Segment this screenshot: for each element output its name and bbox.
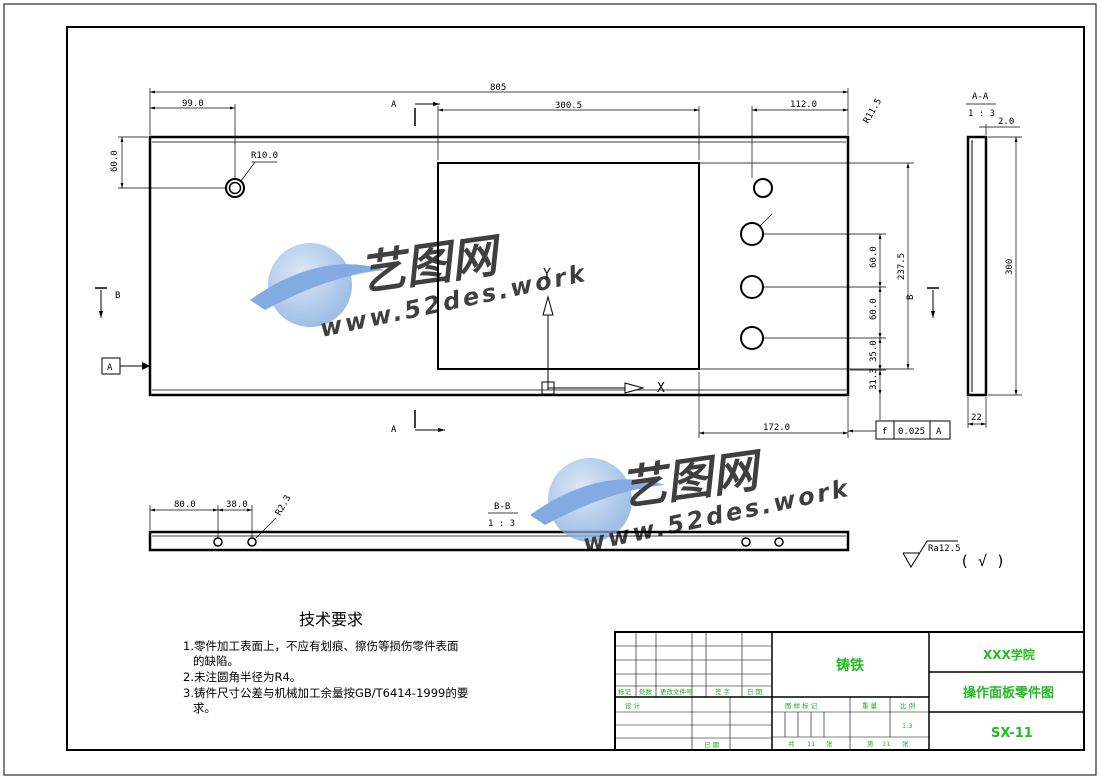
dim-window-height: 237.5	[897, 253, 907, 280]
tb-total-count: 11	[807, 740, 815, 748]
roughness-symbol: Ra12.5 ( √ )	[902, 540, 1005, 570]
tb-header-4: 日 期	[747, 688, 763, 696]
section-bb-title: B-B	[494, 502, 510, 512]
tech-title: 技术要求	[299, 610, 363, 629]
dim-bottom-margin: 31.3	[869, 368, 879, 390]
tb-stage-label: 图 样 标 记	[785, 701, 818, 710]
dim-thickness-bottom: 22	[971, 413, 982, 423]
dim-window-width: 300.5	[555, 101, 582, 111]
dim-bottom-hole-offset: 35.0	[869, 340, 879, 362]
left-hole	[225, 178, 245, 198]
section-a-top: A	[391, 100, 397, 110]
tb-header-1: 处数	[639, 687, 653, 696]
section-bb-scale: 1 : 3	[488, 519, 515, 529]
tolerance-datum: A	[936, 427, 942, 437]
tb-total-label: 共	[788, 739, 795, 748]
axis-y-label: Y	[543, 267, 551, 282]
tb-designer-label: 设 计	[625, 701, 641, 710]
window-cutout	[437, 162, 700, 370]
tech-item-2: 的缺陷。	[193, 654, 239, 668]
outer-border	[3, 3, 1097, 776]
tb-header-2: 更改文件号	[660, 687, 693, 696]
section-a-bottom: A	[391, 425, 397, 435]
dim-left-hole-radius: R10.0	[251, 151, 278, 161]
tolerance-value: 0.025	[898, 427, 925, 437]
datum-a-label: A	[107, 363, 113, 373]
tb-header-3: 签 字	[715, 687, 731, 696]
dim-bb-3: R2.3	[274, 494, 294, 518]
section-aa-scale: 1 : 3	[968, 109, 995, 119]
dim-corner-radius: R11.5	[862, 97, 884, 125]
right-hole-1	[753, 178, 773, 198]
tech-item-5: 求。	[193, 701, 216, 715]
right-hole-3	[740, 275, 764, 299]
dim-thickness-top: 2.0	[998, 117, 1014, 127]
dim-right-holes-x: 112.0	[790, 100, 817, 110]
tb-total-unit: 张	[826, 739, 833, 748]
tb-school: XXX学院	[983, 647, 1035, 662]
panel-outline	[148, 135, 850, 397]
right-hole-4	[740, 326, 764, 350]
tb-header-0: 标记	[618, 687, 632, 696]
dim-bb-2: 38.0	[226, 500, 248, 510]
title-block: 铸铁 XXX学院 操作面板零件图 SX-11 标记 处数 更改文件号 签 字 日…	[614, 631, 1085, 751]
tb-part-name: 操作面板零件图	[963, 685, 1054, 701]
tolerance-symbol: f	[882, 427, 887, 437]
tb-sheet-number: 11	[882, 740, 890, 748]
tech-item-1: 1.零件加工表面上，不应有划痕、擦伤等损伤零件表面	[183, 639, 458, 653]
tb-scale-value: 1:3	[902, 722, 912, 730]
tb-sheet-unit: 张	[902, 739, 909, 748]
inner-border	[66, 26, 1085, 751]
tech-item-3: 2.未注圆角半径为R4。	[183, 670, 301, 684]
tech-requirements: 技术要求 1.零件加工表面上，不应有划痕、擦伤等损伤零件表面 的缺陷。 2.未注…	[183, 610, 468, 715]
axis-x-label: X	[657, 381, 665, 396]
dim-bb-1: 80.0	[174, 500, 196, 510]
dim-hole-pitch-1: 60.0	[869, 246, 879, 268]
tolerance-frame: f 0.025 A	[875, 420, 951, 440]
tb-scale-label: 比 例	[900, 701, 915, 710]
roughness-value: Ra12.5	[928, 544, 961, 554]
section-b-left: B	[115, 291, 120, 301]
dim-right-offset: 172.0	[763, 423, 790, 433]
dim-section-height: 300	[1005, 259, 1015, 275]
tb-material: 铸铁	[836, 657, 864, 674]
watermark-1: 艺图网 www.52des.work	[250, 227, 590, 343]
section-b-right: B	[906, 295, 916, 300]
roughness-note: ( √ )	[960, 552, 1005, 570]
dim-left-hole-x: 99.0	[182, 99, 204, 109]
tb-weight-label: 重 量	[862, 702, 878, 710]
dim-hole-pitch-2: 60.0	[869, 298, 879, 320]
tech-item-4: 3.铸件尺寸公差与机械加工余量按GB/T6414-1999的要	[183, 686, 468, 700]
tb-date-label: 日 期	[704, 741, 720, 749]
dim-left-hole-y: 60.0	[110, 150, 120, 172]
dim-overall-length: 805	[490, 83, 506, 93]
section-bb-view: 80.0 38.0 R2.3 B-B 1 : 3	[148, 494, 850, 552]
tb-drawing-number: SX-11	[991, 726, 1033, 741]
right-hole-2	[740, 222, 764, 246]
watermark-2: 艺图网 www.52des.work	[530, 442, 853, 558]
main-view: Y X 805 99.0 300.5 112.0 R11.5 60.0 R10.…	[95, 83, 951, 440]
tb-sheet-label: 第	[867, 739, 874, 748]
section-aa-title: A-A	[972, 92, 989, 102]
section-aa-view: A-A 1 : 3 2.0 300 22	[966, 92, 1022, 428]
